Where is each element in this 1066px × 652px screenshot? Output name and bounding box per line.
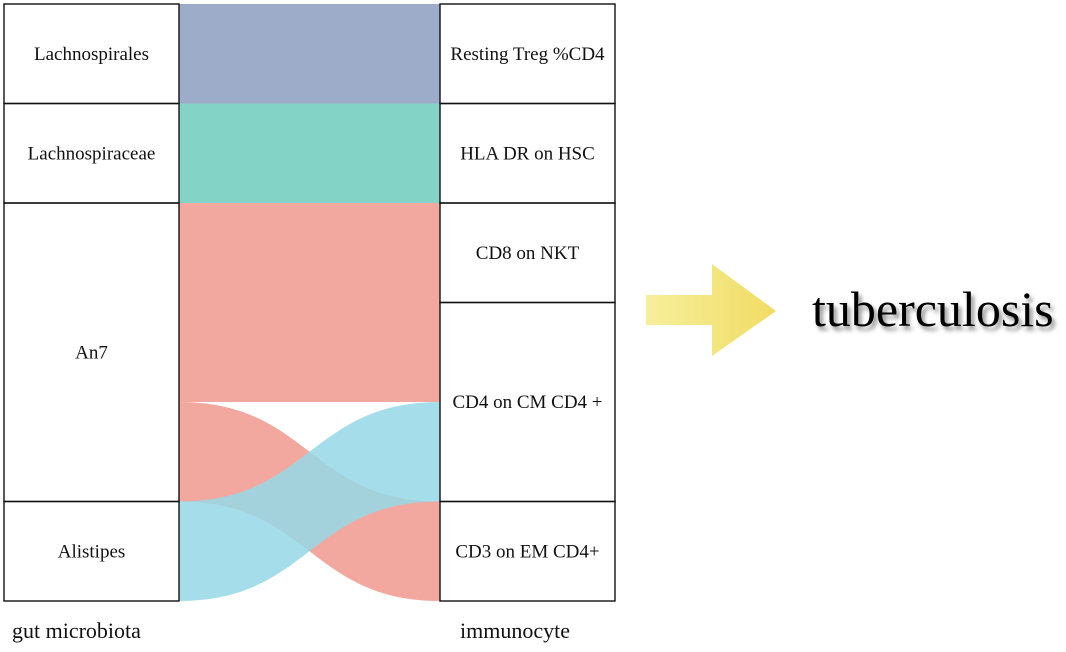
link-lachnospirales-to-resting-treg [179, 4, 440, 104]
right-node-label: CD8 on NKT [476, 243, 580, 264]
left-axis-label: gut microbiota [12, 618, 141, 643]
right-node-label: CD4 on CM CD4 + [452, 392, 602, 413]
link-an7-to-cd8-nkt [179, 203, 440, 303]
left-node-label: An7 [75, 342, 108, 363]
link-lachnospiraceae-to-hla-dr [179, 103, 440, 203]
left-node-alistipes [3, 500, 180, 602]
right-node-cd3-em [439, 500, 616, 602]
outcome-label: tuberculosis [812, 281, 1054, 337]
link-alistipes-to-cd4-cm [179, 402, 440, 601]
right-node-label: HLA DR on HSC [460, 143, 595, 164]
right-node-label: Resting Treg %CD4 [450, 44, 605, 65]
right-node-label: CD3 on EM CD4+ [455, 541, 599, 562]
links-layer [179, 4, 440, 601]
link-an7-to-cd4-cm [179, 302, 440, 402]
nodes-layer: LachnospiralesLachnospiraceaeAn7Alistipe… [3, 3, 616, 602]
left-node-label: Lachnospirales [34, 44, 149, 65]
left-node-label: Lachnospiraceae [28, 143, 156, 164]
left-node-label: Alistipes [58, 541, 126, 562]
right-axis-label: immunocyte [460, 618, 570, 643]
right-arrow-icon [646, 264, 776, 356]
